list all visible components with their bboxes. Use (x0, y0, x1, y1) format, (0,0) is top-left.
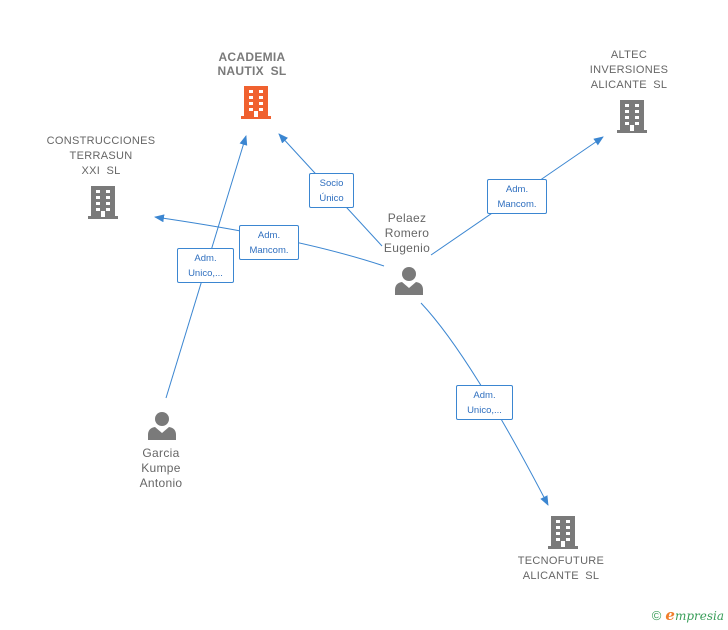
building-icon-tecnofuture (548, 516, 578, 549)
company-construcciones-label[interactable]: CONSTRUCCIONES TERRASUN XXI SL (36, 134, 166, 179)
building-icon-construcciones (88, 186, 118, 219)
brand-initial: e (665, 606, 675, 624)
relation-line: Unico,... (188, 268, 223, 279)
building-icon-academia (241, 86, 271, 119)
brand-logo: empresia (665, 606, 724, 624)
relation-line: Adm. (473, 390, 496, 401)
label-line: ALTEC (610, 49, 648, 61)
building-icon-altec (617, 100, 647, 133)
relation-mancom-construcciones[interactable]: Adm. Mancom. (239, 225, 299, 260)
company-academia-label[interactable]: ACADEMIA NAUTIX SL (202, 50, 302, 78)
label-line: ACADEMIA (218, 50, 286, 64)
relation-unico-tecnofuture[interactable]: Adm. Unico,... (456, 385, 513, 420)
relation-line: Adm. (505, 184, 529, 195)
label-line: NAUTIX SL (217, 64, 287, 78)
relation-line: Adm. (257, 230, 281, 241)
company-tecnofuture-label[interactable]: TECNOFUTURE ALICANTE SL (506, 554, 616, 584)
person-garcia-label[interactable]: Garcia Kumpe Antonio (126, 446, 196, 491)
relation-line: Mancom. (497, 199, 537, 210)
label-line: TECNOFUTURE (517, 555, 605, 567)
label-line: Antonio (139, 476, 183, 490)
label-line: ALICANTE SL (590, 79, 668, 91)
brand-name: mpresia (674, 609, 724, 623)
label-line: Pelaez (387, 211, 427, 225)
person-pelaez-label[interactable]: Pelaez Romero Eugenio (372, 211, 442, 256)
person-icon-pelaez (395, 267, 423, 295)
relation-unico-garcia[interactable]: Adm. Unico,... (177, 248, 234, 283)
person-icon-garcia (148, 412, 176, 440)
copyright-icon: © (651, 607, 662, 623)
label-line: Garcia (142, 446, 180, 460)
relation-line: Socio (319, 178, 344, 189)
label-line: Kumpe (141, 461, 181, 475)
brand-footer[interactable]: © empresia (652, 606, 724, 624)
label-line: TERRASUN (69, 150, 133, 162)
relation-line: Mancom. (249, 245, 289, 256)
label-line: ALICANTE SL (522, 570, 600, 582)
label-line: Romero (384, 226, 430, 240)
label-line: CONSTRUCCIONES (46, 135, 156, 147)
label-line: XXI SL (81, 165, 121, 177)
label-line: INVERSIONES (589, 64, 669, 76)
company-altec-label[interactable]: ALTEC INVERSIONES ALICANTE SL (574, 48, 684, 93)
relation-line: Adm. (194, 253, 217, 264)
edge-pelaez-tecnofuture (420, 302, 549, 506)
relation-line: Único (319, 193, 344, 204)
label-line: Eugenio (383, 241, 431, 255)
relation-mancom-altec[interactable]: Adm. Mancom. (487, 179, 547, 214)
relation-socio-unico[interactable]: Socio Único (309, 173, 354, 208)
relation-line: Unico,... (467, 405, 502, 416)
